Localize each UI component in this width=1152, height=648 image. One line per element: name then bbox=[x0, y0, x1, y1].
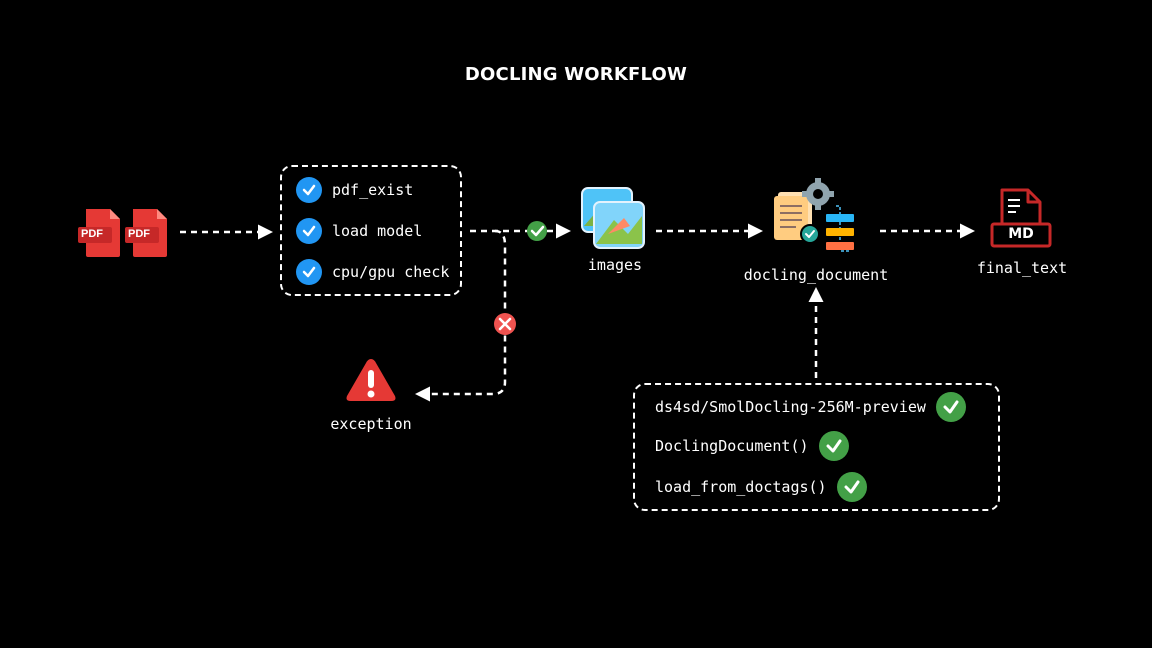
markdown-file-icon: MD bbox=[990, 188, 1054, 250]
check-item-label: cpu/gpu check bbox=[332, 263, 450, 281]
blue-check-icon bbox=[296, 218, 322, 244]
document-sheet bbox=[774, 192, 812, 240]
blue-check-icon bbox=[296, 177, 322, 203]
error-x-icon bbox=[494, 313, 516, 335]
structure-blocks bbox=[826, 205, 854, 252]
docling-document-icon bbox=[774, 176, 864, 260]
model-item-load-from-doctags: load_from_doctags() bbox=[655, 472, 867, 502]
check-item-load-model: load model bbox=[296, 218, 422, 244]
green-check-icon bbox=[818, 431, 849, 461]
preflight-checks-box: pdf_exist load model cpu/gpu check bbox=[280, 165, 462, 296]
images-icon bbox=[580, 186, 646, 252]
pdf-label-2: PDF bbox=[128, 228, 150, 240]
image-card-front bbox=[593, 201, 645, 249]
model-item-label: DoclingDocument() bbox=[655, 437, 809, 455]
model-item-label: ds4sd/SmolDocling-256M-preview bbox=[655, 398, 926, 416]
check-item-label: pdf_exist bbox=[332, 181, 414, 199]
md-badge-label: MD bbox=[1008, 226, 1034, 242]
exception-label: exception bbox=[330, 415, 412, 433]
small-check-icon bbox=[800, 224, 820, 244]
blue-check-icon bbox=[296, 259, 322, 285]
pdf-files-icon: PDF PDF bbox=[78, 207, 170, 259]
model-item-docling-document: DoclingDocument() bbox=[655, 431, 849, 461]
model-steps-box: ds4sd/SmolDocling-256M-preview DoclingDo… bbox=[633, 383, 1000, 511]
green-check-icon bbox=[836, 472, 867, 502]
pdf-icon-2 bbox=[125, 209, 167, 257]
green-check-icon bbox=[935, 392, 966, 422]
final-text-label: final_text bbox=[976, 259, 1068, 277]
check-item-pdf-exist: pdf_exist bbox=[296, 177, 413, 203]
check-item-label: load model bbox=[332, 222, 423, 240]
pdf-icon-1 bbox=[78, 209, 120, 257]
docling-document-label: docling_document bbox=[743, 266, 889, 284]
images-label: images bbox=[587, 256, 643, 274]
arrow-checks-to-exception bbox=[415, 229, 507, 402]
gear-icon bbox=[802, 178, 834, 210]
model-item-smoldocling: ds4sd/SmolDocling-256M-preview bbox=[655, 392, 966, 422]
check-item-cpu-gpu: cpu/gpu check bbox=[296, 259, 449, 285]
diagram-title: DOCLING WORKFLOW bbox=[464, 64, 688, 85]
warning-icon bbox=[344, 356, 398, 404]
pdf-label-1: PDF bbox=[81, 228, 103, 240]
model-item-label: load_from_doctags() bbox=[655, 478, 827, 496]
success-check-icon bbox=[527, 221, 547, 241]
